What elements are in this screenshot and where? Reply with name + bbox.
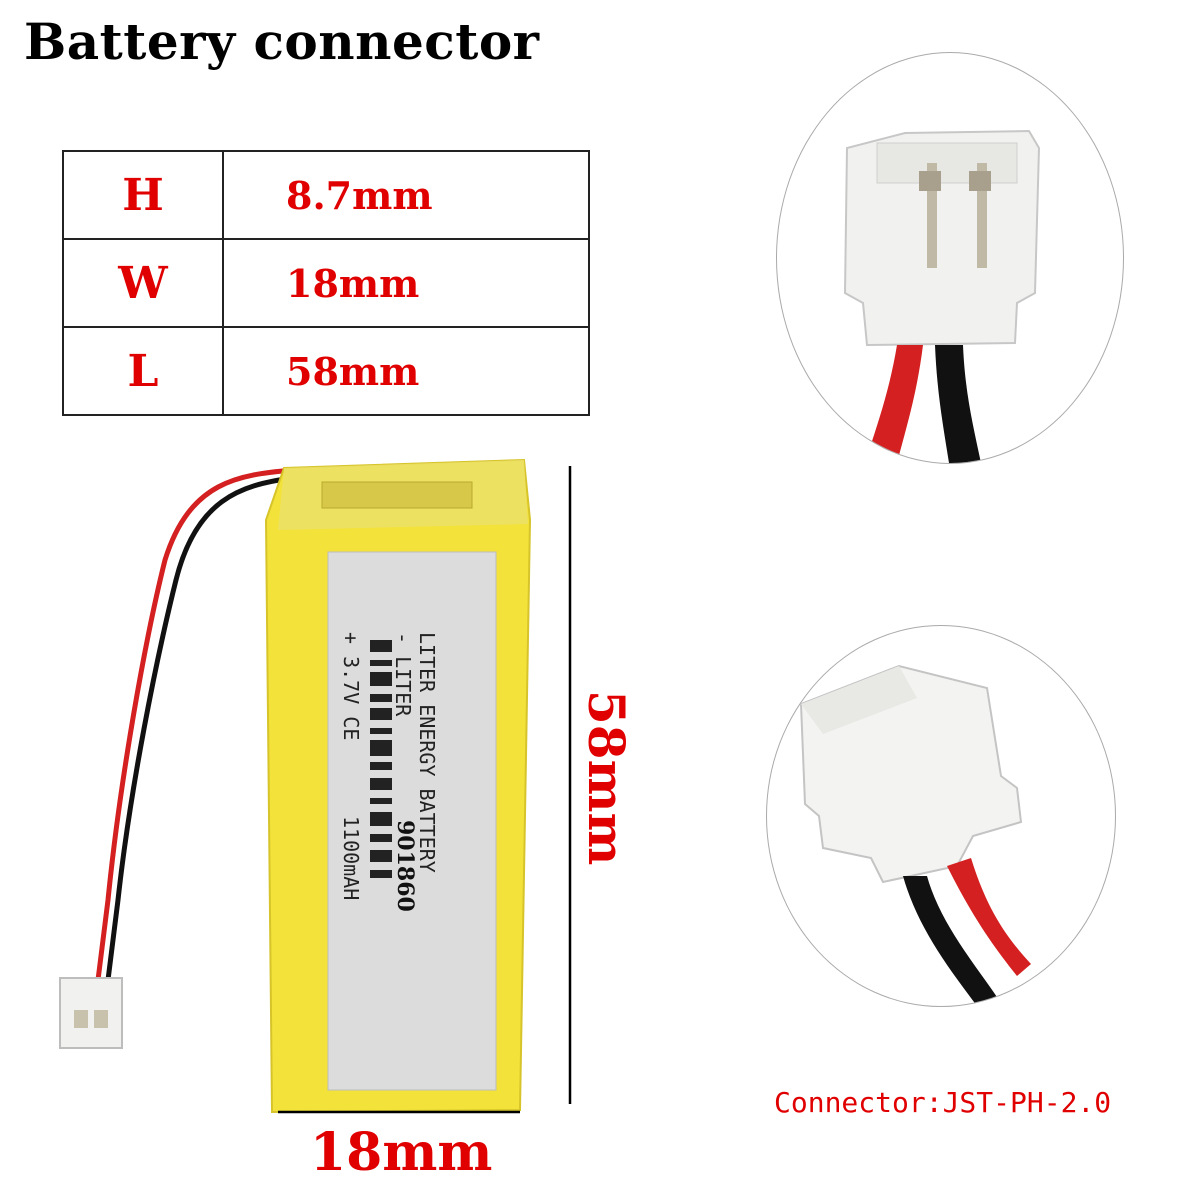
battery-subline-text: - LITER (391, 632, 415, 717)
table-row: L 58mm (62, 326, 590, 416)
dimension-value: 58mm (222, 326, 590, 416)
battery-illustration: LITER ENERGY BATTERY - LITER 901860 + 3.… (59, 458, 572, 1114)
red-wire (95, 467, 293, 981)
page-title: Battery connector (24, 12, 540, 71)
dimension-key: L (62, 326, 224, 416)
battery-model-text: 901860 (392, 820, 418, 912)
dimension-value: 18mm (222, 238, 590, 328)
length-dimension-label: 58mm (577, 690, 636, 866)
dimension-value: 8.7mm (222, 150, 590, 240)
dimension-key: H (62, 150, 224, 240)
connector-closeup-top (776, 52, 1124, 464)
connector-label: Connector:JST-PH-2.0 (774, 1086, 1112, 1119)
battery-label (327, 551, 497, 1091)
dimensions-table: H 8.7mm W 18mm L 58mm (62, 150, 590, 416)
small-connector (59, 977, 123, 1049)
connector-closeup-bottom (766, 625, 1116, 1007)
table-row: H 8.7mm (62, 150, 590, 240)
dimension-key: W (62, 238, 224, 328)
black-wire (105, 475, 293, 981)
battery-brand-text: LITER ENERGY BATTERY (415, 632, 439, 873)
table-row: W 18mm (62, 238, 590, 328)
battery-spec-text: + 3.7V CE (339, 632, 363, 740)
barcode (370, 640, 392, 878)
connector-bottom-illustration (799, 664, 1031, 1006)
battery-capacity-text: 1100mAH (339, 816, 363, 900)
connector-top-illustration (843, 129, 1041, 463)
width-dimension-label: 18mm (310, 1122, 493, 1183)
